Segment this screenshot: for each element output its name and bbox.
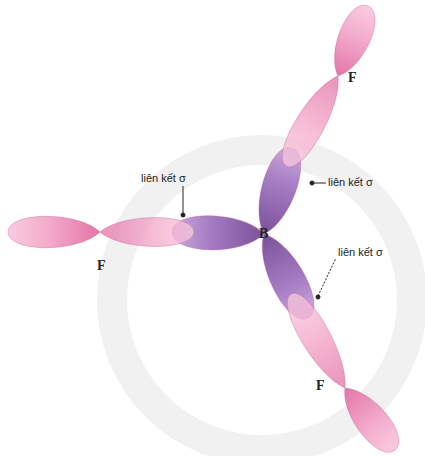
orbital-lobes — [8, 0, 407, 456]
bond-label: liên kết σ — [328, 176, 373, 188]
orbital-lobe — [273, 69, 350, 173]
orbital-lobe — [100, 218, 194, 247]
orbital-lobe — [8, 216, 100, 248]
atom-symbol: B — [259, 226, 268, 242]
orbital-lobe — [333, 378, 408, 456]
atom-symbol: F — [348, 70, 357, 86]
orbital-lobe — [324, 0, 383, 82]
bond-label: liên kết σ — [338, 246, 383, 258]
orbital-lobe — [278, 287, 357, 395]
atom-symbol: F — [316, 378, 325, 394]
leader-lines — [181, 181, 336, 299]
atom-symbol: F — [97, 258, 106, 274]
bond-label: liên kết σ — [141, 172, 186, 184]
